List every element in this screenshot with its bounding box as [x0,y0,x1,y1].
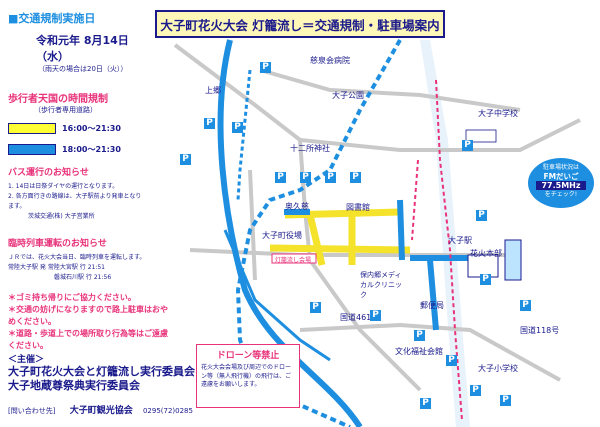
map-label-venue: 灯籠流し会場 [275,257,312,264]
parking-icon-2: P [204,118,215,129]
map-label-kamigo: 上郷 [205,86,221,95]
regulation-line-2 [411,159,419,241]
parking-icon-19: P [520,300,531,311]
ped-legend-yellow-time: 16:00～21:30 [62,124,121,133]
contact-name: 大子町観光協会 [69,406,133,416]
sub-route [223,229,331,362]
map-label-library: 図書館 [346,203,370,212]
map-roads [173,43,581,392]
ped-swatch-yellow [8,123,56,134]
map-label-town-office: 大子町役場 [262,231,302,240]
drone-notice: ドローン等禁止 花火大会会場及び周辺でのドローン等（無人飛行機）の飛行は、ご遠慮… [196,344,300,408]
map-label-station: 大子駅 [448,236,472,245]
parking-icon-11: P [480,274,491,285]
organizer-section: ＜主催＞ 大子町花火大会と灯籠流し実行委員会 大子地蔵尊祭典実行委員会 [8,352,198,393]
railway-branch [236,69,252,201]
map-label-oku-kuji: 奥久慈 [285,202,309,211]
parking-icon-17: P [500,395,511,406]
regulation-line [435,79,463,421]
parking-icon-15: P [446,355,457,366]
pedestrian-heading: 歩行者天国の時間規制 [8,94,108,105]
note-3: ＊道路・歩道上での場所取り行為等はご遠慮ください。 [8,329,168,350]
map-label-school-es: 大子小学校 [478,364,518,373]
ped-swatch-blue [8,144,56,155]
map-label-juji: 十二所神社 [290,144,330,153]
map-label-park: 大子公園 [332,91,364,100]
date-heading: ■交通規制実施日 [8,12,96,25]
drone-heading: ドローン等禁止 [216,351,280,361]
contact-phone: 0295(72)0285 [142,407,193,415]
organizer-line-1: 大子町花火大会と灯籠流し実行委員会 [8,365,195,378]
organizer-line-2: 大子地蔵尊祭典実行委員会 [8,379,140,392]
fm-freq: 77.5MHz [536,181,586,190]
map-label-post: 郵便局 [420,301,444,310]
map-label-hosp: 慈泉会病院 [310,56,350,65]
contact-row: [問い合わせ先] 大子町観光協会 0295(72)0285 [8,403,198,416]
bus-contact: 茨城交通(株) 大子営業所 [28,213,95,220]
parking-icon-10: P [476,210,487,221]
date-section: ■交通規制実施日 令和元年 8月14日（水） （雨天の場合は20日（火）） [8,10,148,74]
river-route [217,39,363,427]
train-heading: 臨時列車運転のお知らせ [8,239,107,249]
map-label-school-jhs: 大子中学校 [478,109,518,118]
parking-icon-6: P [300,172,311,183]
bus-heading: バス運行のお知らせ [8,168,89,178]
fm-line3: をチェック! [544,191,578,198]
bus-item-1: 1. 14日は日祭ダイヤの運行となります。 [8,183,119,190]
school-block [465,129,497,143]
notes-section: ＊ゴミ持ち帰りにご協力ください。 ＊交通の妨げになりますので路上駐車はおやめくだ… [8,292,170,352]
parking-icon-12: P [310,302,321,313]
parking-icon-3: P [232,122,243,133]
map-label-road461: 国道461号 [340,313,380,322]
map-label-center: 文化福祉会館 [395,347,443,356]
train-row-2: 磐城石川駅 行 21:56 [54,274,112,281]
train-row-1: 常陸大子駅 発 常陸大宮駅 行 21:51 [8,264,105,271]
train-section: 臨時列車運転のお知らせ ＪＲでは、花火大会当日、臨時列車を運転します。 常陸大子… [8,236,146,283]
ped-legend-blue: 18:00～21:30 [8,144,148,155]
pedestrian-subheading: （歩行者専用道路） [34,106,97,114]
parking-icon-5: P [275,172,286,183]
page-title: 大子町花火大会 灯籠流し＝交通規制・駐車場案内 [155,10,445,38]
note-1: ＊ゴミ持ち帰りにご協力ください。 [8,293,136,302]
map-label-hq: 花火本部 [470,249,502,258]
parking-icon-1: P [260,62,271,73]
parking-icon-8: P [350,172,361,183]
ped-legend-yellow: 16:00～21:30 [8,123,148,134]
fm-line2: FMだいご [543,172,579,181]
parking-icon-14: P [414,330,425,341]
date-value: 令和元年 8月14日（水） [36,34,129,63]
bus-section: バス運行のお知らせ 1. 14日は日祭ダイヤの運行となります。 2. 各方面行き… [8,165,146,222]
ped-legend-blue-time: 18:00～21:30 [62,145,121,154]
pedestrian-section: 歩行者天国の時間規制 （歩行者専用道路） 16:00～21:30 18:00～2… [8,90,148,155]
drone-text: 花火大会会場及び周辺でのドローン等（無人飛行機）の飛行は、ご遠慮をお願いします。 [201,364,292,388]
parking-icon-4: P [180,154,191,165]
bus-item-2: 2. 各方面行きの路線は、大子駅前より発車となります。 [8,193,142,210]
parking-icon-9: P [462,140,473,151]
tower-block [504,239,522,281]
contact-label: [問い合わせ先] [8,407,56,415]
parking-icon-7: P [325,172,336,183]
organizer-label: ＜主催＞ [8,355,45,365]
date-rain-note: （雨天の場合は20日（火）） [38,65,128,73]
map-label-clinic: 保内郷メディカルクリニック [360,271,402,299]
fm-line1: 駐車場状況は [542,164,579,171]
note-2: ＊交通の妨げになりますので路上駐車はおやめください。 [8,305,168,326]
train-text: ＪＲでは、花火大会当日、臨時列車を運転します。 [8,254,146,261]
parking-icon-18: P [420,398,431,409]
parking-icon-16: P [470,385,481,396]
fm-bubble: 駐車場状況は FMだいご 77.5MHz をチェック! [528,158,594,208]
map-label-road118: 国道118号 [520,326,560,335]
venue-box [271,253,317,264]
parking-icon-13: P [370,310,381,321]
ped-zone-blue [284,199,470,331]
